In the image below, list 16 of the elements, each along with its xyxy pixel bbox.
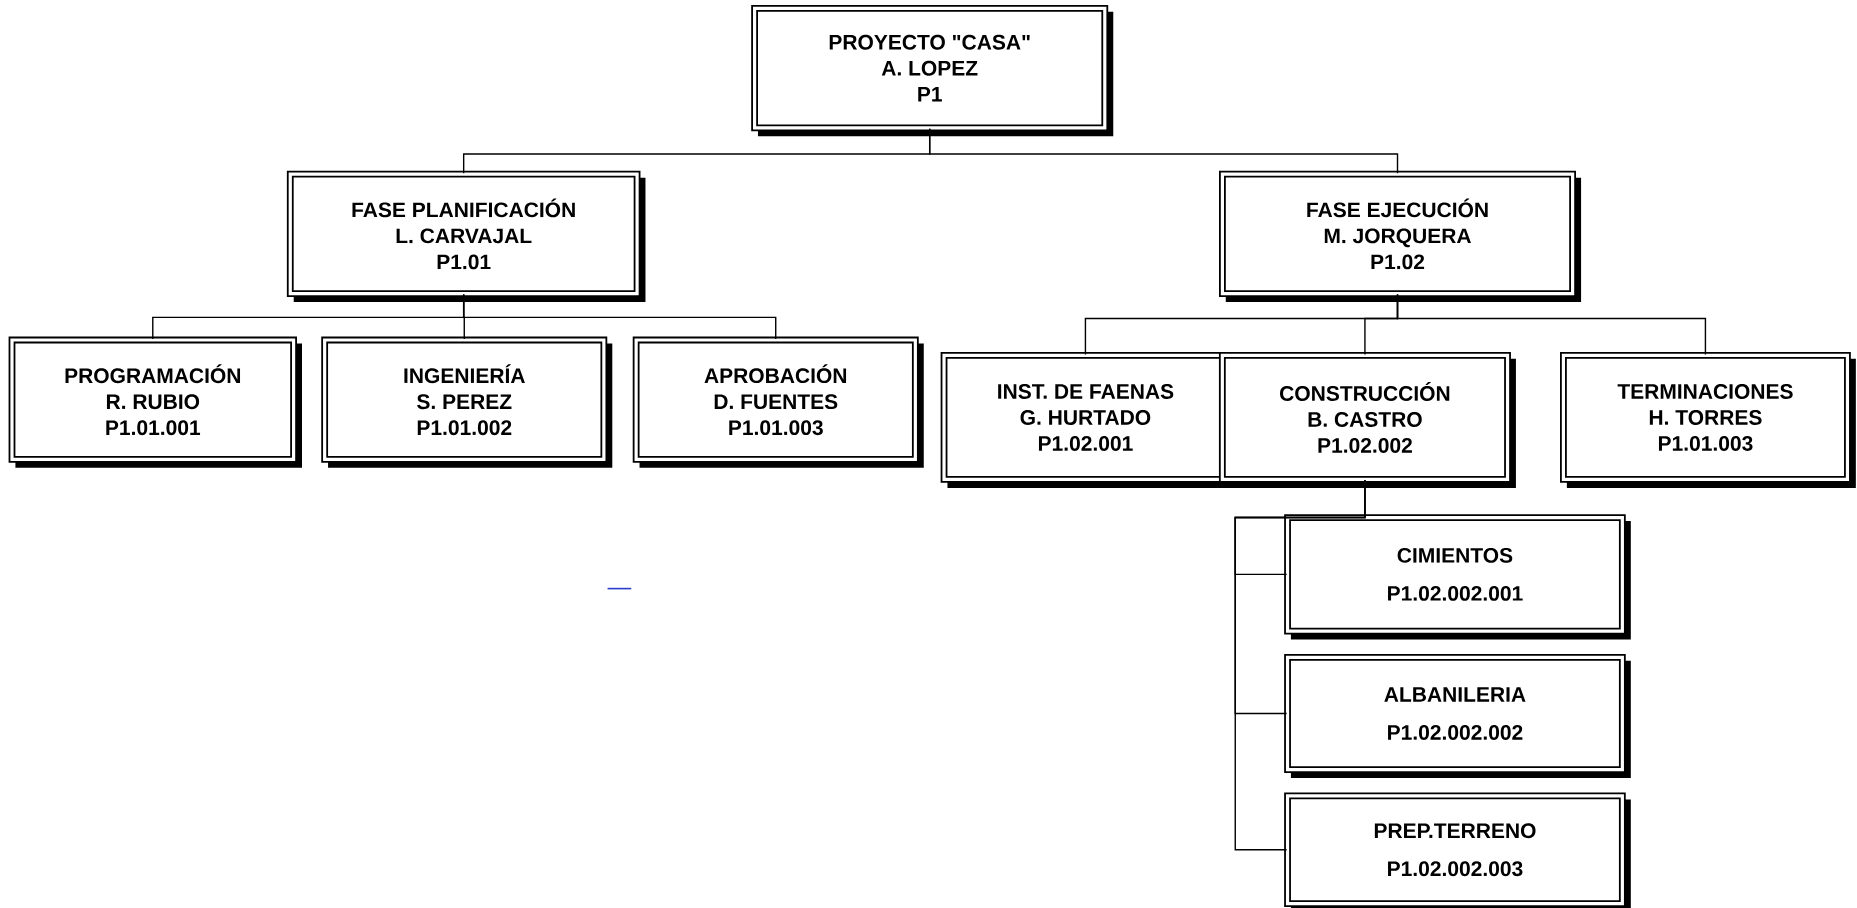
org-box: TERMINACIONES H. TORRES P1.01.003: [1560, 352, 1856, 488]
org-box: APROBACIÓN D. FUENTES P1.01.003: [632, 336, 924, 468]
org-box: ALBANILERIA P1.02.002.002: [1284, 654, 1631, 779]
connector-line: [929, 128, 1399, 174]
connector-line: [1234, 479, 1366, 851]
org-box: CIMIENTOS P1.02.002.001: [1284, 514, 1631, 640]
org-box: PROYECTO "CASA" A. LOPEZ P1: [751, 5, 1114, 137]
org-box: CONSTRUCCIÓN B. CASTRO P1.02.002: [1218, 352, 1516, 488]
org-box: FASE EJECUCIÓN M. JORQUERA P1.02: [1219, 170, 1582, 302]
org-box: INST. DE FAENAS G. HURTADO P1.02.001: [940, 352, 1236, 488]
org-box: INGENIERÍA S. PEREZ P1.01.002: [321, 336, 613, 468]
org-box: PROGRAMACIÓN R. RUBIO P1.01.001: [8, 336, 302, 468]
org-box: FASE PLANIFICACIÓN L. CARVAJAL P1.01: [286, 170, 646, 302]
connector-line: [462, 293, 777, 340]
connector-line: [1396, 293, 1707, 356]
org-box: PREP.TERRENO P1.02.002.003: [1284, 792, 1631, 908]
